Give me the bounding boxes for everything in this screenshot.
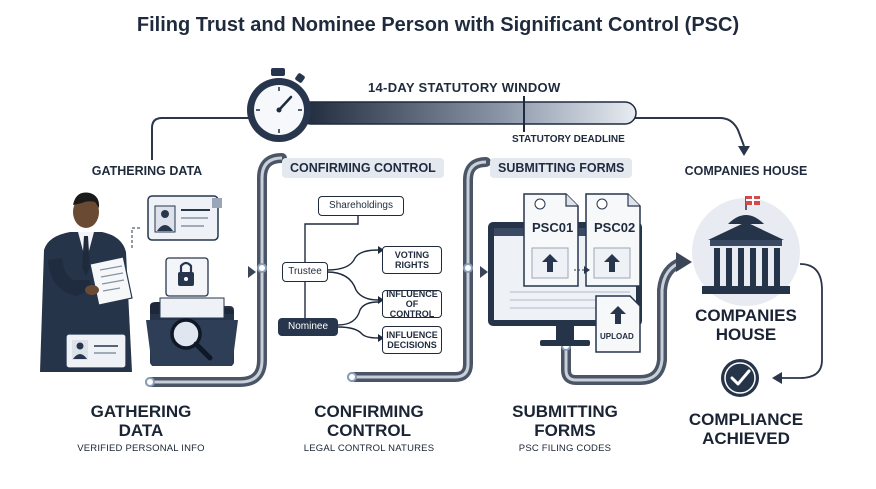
step-compliance-title2: ACHIEVED (702, 429, 790, 448)
influence-of-control-line2: OF CONTROL (389, 299, 435, 319)
step-compliance-title1: COMPLIANCE (688, 410, 804, 429)
step-confirming-subtitle: LEGAL CONTROL NATURES (303, 443, 435, 454)
voting-rights-line1: VOTING (394, 250, 430, 260)
flow-arrowhead (676, 252, 692, 272)
companies-house-line2: HOUSE (715, 325, 777, 344)
influence-of-control-node: INFLUENCE OF CONTROL (382, 289, 442, 319)
step-submitting-subtitle: PSC FILING CODES (518, 443, 612, 454)
timeline-bar (299, 101, 637, 125)
step-confirming-title1: CONFIRMING (314, 402, 424, 421)
step-header-submitting: SUBMITTING FORMS (490, 158, 633, 178)
psc01-label: PSC01 (532, 220, 574, 235)
step-submitting-title1: SUBMITTING (512, 402, 618, 421)
step-header-companies-house: COMPANIES HOUSE (684, 164, 808, 178)
psc01-document-icon (523, 193, 579, 287)
step-compliance-achieved: COMPLIANCE ACHIEVED (668, 410, 824, 448)
step-gathering-data: GATHERING DATA VERIFIED PERSONAL INFO (56, 402, 226, 454)
influence-decisions-line2: DECISIONS (387, 340, 437, 350)
influence-decisions-line1: INFLUENCE (386, 330, 438, 340)
id-card-icon (147, 195, 222, 241)
statutory-deadline-label: STATUTORY DEADLINE (512, 134, 625, 145)
statutory-window-label: 14-DAY STATUTORY WINDOW (368, 80, 561, 95)
psc02-label: PSC02 (594, 220, 636, 235)
timeline-arrowhead (738, 146, 750, 156)
companies-house-building-icon (692, 196, 800, 306)
step-submitting-forms: SUBMITTING FORMS PSC FILING CODES (480, 402, 650, 454)
id-card-small-icon (65, 333, 127, 369)
stopwatch-icon (247, 68, 311, 142)
step-header-gathering: GATHERING DATA (91, 164, 203, 178)
step-submitting-title2: FORMS (534, 421, 596, 440)
lock-icon (165, 257, 209, 297)
voting-rights-line2: RIGHTS (394, 260, 429, 270)
step-confirming-title2: CONTROL (326, 421, 412, 440)
magnifier-icon (170, 318, 213, 361)
upload-label: UPLOAD (600, 332, 634, 341)
voting-rights-node: VOTING RIGHTS (382, 246, 442, 274)
step-confirming-control: CONFIRMING CONTROL LEGAL CONTROL NATURES (284, 402, 454, 454)
nominee-node: Nominee (278, 318, 338, 336)
step-header-confirming: CONFIRMING CONTROL (282, 158, 444, 178)
step-gathering-title2: DATA (118, 421, 164, 440)
influence-of-control-line1: INFLUENCE (386, 289, 438, 299)
page-title: Filing Trust and Nominee Person with Sig… (136, 14, 740, 36)
influence-decisions-node: INFLUENCE DECISIONS (382, 326, 442, 354)
control-tree-connectors (304, 214, 379, 339)
step-gathering-subtitle: VERIFIED PERSONAL INFO (77, 443, 205, 454)
companies-house-label: COMPANIES HOUSE (680, 306, 812, 344)
compliance-connector (780, 263, 823, 379)
check-icon (721, 359, 759, 397)
psc02-document-icon (585, 193, 641, 287)
companies-house-line1: COMPANIES (695, 306, 797, 325)
step-gathering-title1: GATHERING (90, 402, 192, 421)
upload-document-icon (595, 295, 641, 353)
shareholdings-node: Shareholdings (318, 196, 404, 216)
trustee-node: Trustee (282, 262, 328, 282)
